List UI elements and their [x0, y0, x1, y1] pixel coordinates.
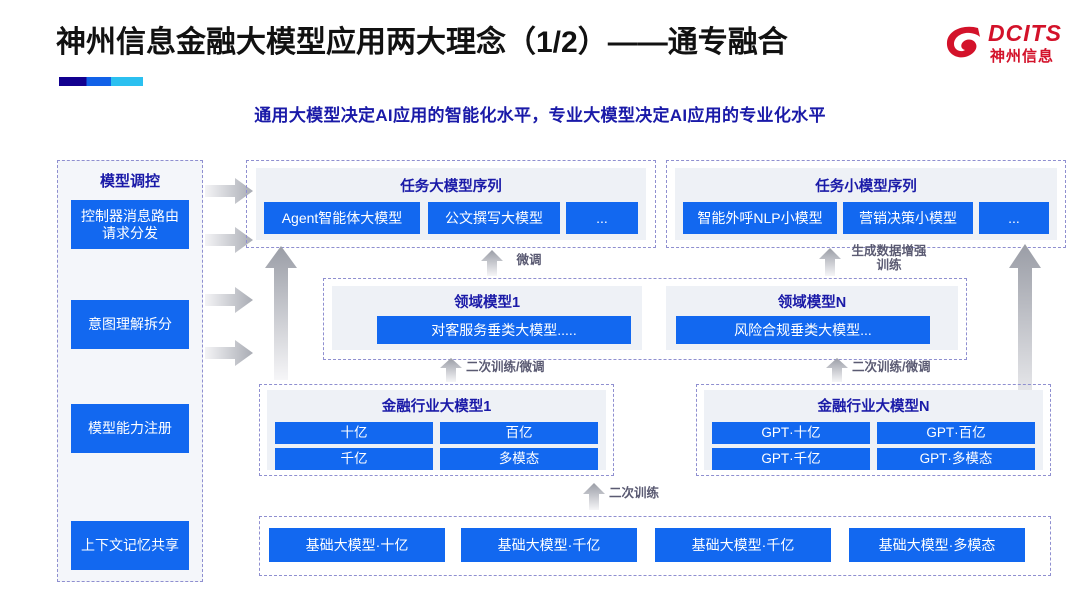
- page-subtitle: 通用大模型决定AI应用的智能化水平，专业大模型决定AI应用的专业化水平: [254, 106, 826, 125]
- industry-1-item-2[interactable]: 百亿: [440, 422, 598, 444]
- task-big-item-doc[interactable]: 公文撰写大模型: [428, 202, 560, 234]
- flow-arrow-up-left-tall: [265, 246, 297, 380]
- task-big-item-agent[interactable]: Agent智能体大模型: [264, 202, 420, 234]
- task-big-model-title: 任务大模型序列: [400, 179, 502, 195]
- domain-model-1-item[interactable]: 对客服务垂类大模型.....: [377, 316, 631, 344]
- flow-arrow-right-2: [205, 227, 253, 253]
- arrow-label-retrain-left: 二次训练/微调: [466, 360, 545, 374]
- flow-arrow-up-data-aug: [819, 248, 841, 276]
- flow-arrow-up-retrain-base: [583, 483, 605, 510]
- arrow-label-retrain-right: 二次训练/微调: [852, 360, 931, 374]
- domain-model-1-title: 领域模型1: [453, 295, 521, 311]
- arrow-label-retrain-base: 二次训练: [609, 486, 660, 500]
- industry-model-n-title: 金融行业大模型N: [817, 399, 930, 415]
- flow-arrow-up-retrain-left: [440, 358, 462, 382]
- domain-model-panel: [323, 278, 967, 360]
- dcits-swirl-icon: [946, 26, 980, 58]
- task-small-item-more[interactable]: ...: [979, 202, 1049, 234]
- base-model-item-2[interactable]: 基础大模型·千亿: [461, 528, 637, 562]
- domain-model-n-title: 领域模型N: [777, 295, 847, 311]
- flow-arrow-up-finetune: [481, 250, 503, 276]
- industry-1-item-4[interactable]: 多模态: [440, 448, 598, 470]
- flow-arrow-up-retrain-right: [826, 358, 848, 382]
- industry-1-item-3[interactable]: 千亿: [275, 448, 433, 470]
- control-item-registry[interactable]: 模型能力注册: [71, 404, 189, 453]
- task-small-model-title: 任务小模型序列: [815, 179, 917, 195]
- task-small-model-panel: [666, 160, 1066, 248]
- industry-1-item-1[interactable]: 十亿: [275, 422, 433, 444]
- flow-arrow-right-3: [205, 287, 253, 313]
- task-big-item-more[interactable]: ...: [566, 202, 638, 234]
- flow-arrow-right-1: [205, 178, 253, 204]
- industry-n-item-3[interactable]: GPT·千亿: [712, 448, 870, 470]
- industry-model-1-panel: [259, 384, 614, 476]
- industry-n-item-1[interactable]: GPT·十亿: [712, 422, 870, 444]
- control-item-intent[interactable]: 意图理解拆分: [71, 300, 189, 349]
- domain-model-n-item[interactable]: 风险合规垂类大模型...: [676, 316, 930, 344]
- flow-arrow-up-right-tall: [1009, 244, 1041, 424]
- dcits-logo: DCITS 神州信息: [944, 18, 1066, 68]
- industry-n-item-4[interactable]: GPT·多模态: [877, 448, 1035, 470]
- logo-text-en: DCITS: [988, 20, 1062, 46]
- base-model-panel: [259, 516, 1051, 576]
- base-model-item-3[interactable]: 基础大模型·千亿: [655, 528, 831, 562]
- arrow-label-finetune: 微调: [516, 253, 542, 267]
- page-title: 神州信息金融大模型应用两大理念（1/2）——通专融合: [56, 26, 788, 59]
- model-control-title: 模型调控: [99, 173, 160, 190]
- title-accent-bar: [59, 77, 143, 86]
- control-item-context[interactable]: 上下文记忆共享: [71, 521, 189, 570]
- base-model-item-1[interactable]: 基础大模型·十亿: [269, 528, 445, 562]
- task-small-item-nlp[interactable]: 智能外呼NLP小模型: [683, 202, 837, 234]
- arrow-label-data-aug: 生成数据增强训练: [851, 244, 927, 272]
- task-big-model-panel: [246, 160, 656, 248]
- flow-arrow-right-4: [205, 340, 253, 366]
- task-small-item-marketing[interactable]: 营销决策小模型: [843, 202, 973, 234]
- base-model-item-4[interactable]: 基础大模型·多模态: [849, 528, 1025, 562]
- logo-text-cn: 神州信息: [990, 48, 1055, 65]
- control-item-router[interactable]: 控制器消息路由请求分发: [71, 200, 189, 249]
- industry-model-1-title: 金融行业大模型1: [381, 399, 492, 415]
- industry-model-n-panel: [696, 384, 1051, 476]
- industry-n-item-2[interactable]: GPT·百亿: [877, 422, 1035, 444]
